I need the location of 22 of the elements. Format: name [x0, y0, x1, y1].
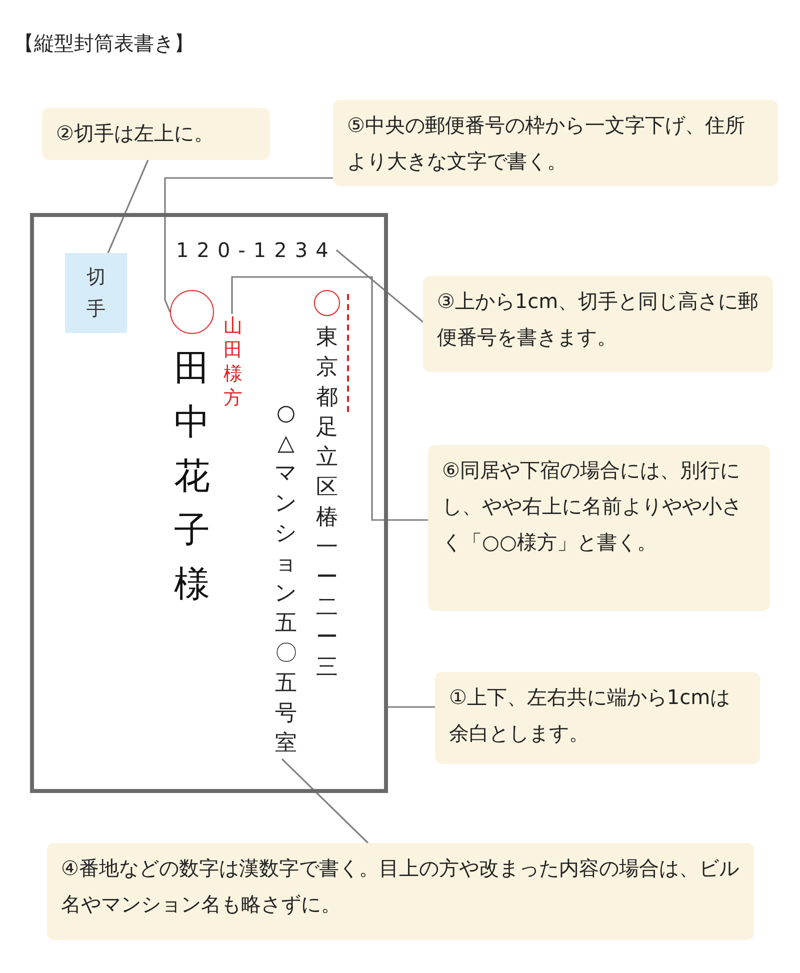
callout-box: ①上下、左右共に端から1cmは余白とします。: [435, 672, 760, 764]
stamp-box: 切手: [65, 253, 127, 333]
callout-box: ②切手は左上に。: [42, 108, 270, 160]
diagram-title: 【縦型封筒表書き】: [14, 30, 194, 57]
envelope-outline: [30, 213, 388, 793]
leader-line: [336, 249, 424, 323]
leader-line: [281, 758, 369, 844]
callout-box: ③上から1cm、切手と同じ高さに郵便番号を書きます。: [423, 276, 773, 372]
recipient-name: 田中花子様: [170, 342, 214, 612]
callout-box: ④番地などの数字は漢数字で書く。目上の方や改まった内容の場合は、ビル名やマンション名も略さずに。: [47, 843, 754, 940]
indent-circle: [314, 290, 340, 316]
care-of-name: 山田様方: [221, 314, 245, 410]
leader-line: [107, 160, 149, 254]
indent-circle: [170, 290, 214, 334]
leader-line: [388, 706, 435, 708]
postal-code: 120-1234: [176, 238, 336, 262]
leader-line: [231, 276, 428, 521]
leader-line: [164, 177, 333, 312]
address-line: ○△マンション五〇五号室: [272, 399, 300, 759]
address-line: 東京都足立区椿一ー二ー三: [313, 323, 341, 683]
callout-box: ⑤中央の郵便番号の枠から一文字下げ、住所より大きな文字で書く。: [333, 100, 778, 186]
callout-box: ⑥同居や下宿の場合には、別行にし、やや右上に名前よりやや小さく「○○様方」と書く。: [428, 445, 770, 611]
